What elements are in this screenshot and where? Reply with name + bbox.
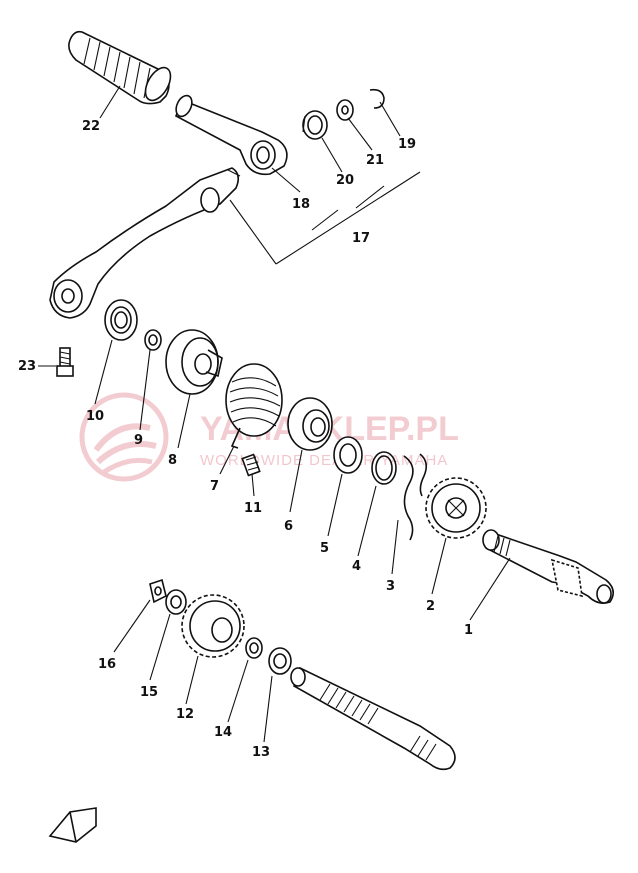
- part-circlip-16: [149, 578, 167, 604]
- part-washer-15: [165, 589, 187, 615]
- label-part-18: 18: [292, 197, 310, 212]
- part-pin-11: [241, 453, 261, 477]
- part-kick-gear: [425, 477, 487, 539]
- label-part-17: 17: [352, 231, 370, 246]
- label-part-15: 15: [140, 685, 158, 700]
- label-part-4: 4: [352, 559, 361, 574]
- label-part-6: 6: [284, 519, 293, 534]
- part-washer-5: [333, 436, 363, 474]
- watermark-tagline: WORLDWIDE DEALER YAMAHA: [200, 452, 448, 469]
- label-part-10: 10: [86, 409, 104, 424]
- label-part-9: 9: [134, 433, 143, 448]
- part-kick-crank-boss: [175, 94, 288, 176]
- part-labels: 22 19 21 20 18 17 23 10 9 8 7 11 6 5 4 3…: [18, 119, 473, 760]
- part-circlip-19: [369, 88, 385, 109]
- label-part-2: 2: [426, 599, 435, 614]
- part-bolt-23: [56, 347, 74, 377]
- part-torsion-spring: [225, 363, 283, 449]
- part-spring-guide: [287, 397, 333, 451]
- part-clip-3: [403, 453, 428, 541]
- label-part-14: 14: [214, 725, 232, 740]
- label-part-5: 5: [320, 541, 329, 556]
- part-spring-cover: [165, 329, 223, 395]
- label-part-23: 23: [18, 359, 36, 374]
- part-kick-crank: [49, 167, 241, 319]
- label-part-13: 13: [252, 745, 270, 760]
- part-circlip-4: [371, 451, 397, 485]
- label-part-21: 21: [366, 153, 384, 168]
- part-main-shaft: [290, 666, 456, 771]
- label-part-22: 22: [82, 119, 100, 134]
- label-part-8: 8: [168, 453, 177, 468]
- watermark-logo-icon: [79, 392, 169, 482]
- label-part-16: 16: [98, 657, 116, 672]
- label-part-3: 3: [386, 579, 395, 594]
- part-kick-idle-gear: [181, 594, 245, 658]
- label-part-12: 12: [176, 707, 194, 722]
- part-grip: [68, 30, 172, 105]
- part-collar-14: [245, 637, 263, 659]
- part-washer-13: [268, 647, 292, 675]
- part-oil-seal-10: [104, 299, 138, 341]
- label-part-1: 1: [464, 623, 473, 638]
- label-part-20: 20: [336, 173, 354, 188]
- label-part-11: 11: [244, 501, 262, 516]
- label-part-7: 7: [210, 479, 219, 494]
- part-washer-21: [336, 99, 354, 121]
- part-oil-seal-20: [302, 110, 328, 140]
- label-part-19: 19: [398, 137, 416, 152]
- part-kick-axle: [482, 529, 614, 604]
- part-collar-9: [144, 329, 162, 351]
- leader-lines: [38, 85, 511, 743]
- engine-block-icon: [48, 807, 97, 843]
